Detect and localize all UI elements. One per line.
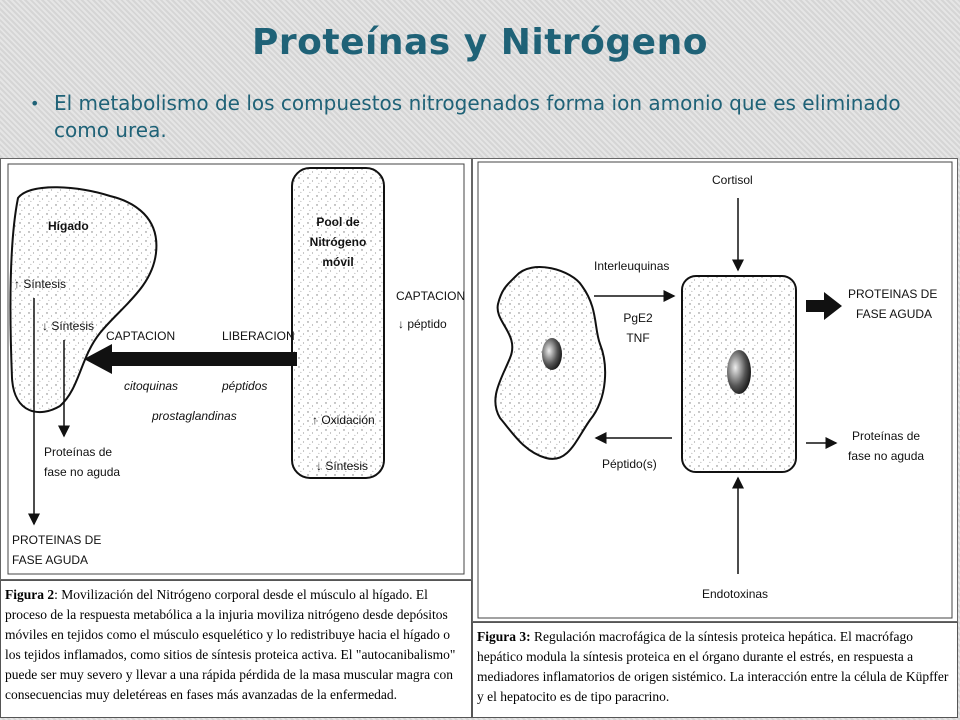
- liberacion-label: LIBERACION: [222, 329, 295, 343]
- peptidos-label: péptidos: [221, 379, 267, 393]
- acute-arrow-icon: [806, 292, 842, 320]
- peptido-down-label: ↓ péptido: [398, 317, 447, 331]
- liver-sintesis-down: ↓ Síntesis: [42, 319, 94, 333]
- liver-sintesis-up: ↑ Síntesis: [14, 277, 66, 291]
- cortisol-label: Cortisol: [712, 173, 753, 187]
- pool-label-2: Nitrógeno: [310, 235, 367, 249]
- figure3-diagram: Cortisol Interleuquinas PgE2 TNF Péptido…: [472, 158, 958, 622]
- bullet-dot-icon: •: [30, 94, 40, 113]
- pool-sintesis: ↓ Síntesis: [316, 459, 368, 473]
- f2-aguda-1: PROTEINAS DE: [12, 533, 101, 547]
- hepatocyte-nucleus: [727, 350, 751, 394]
- pool-label-1: Pool de: [316, 215, 360, 229]
- pool-label-3: móvil: [322, 255, 353, 269]
- figure3-caption-text: Regulación macrofágica de la síntesis pr…: [477, 629, 949, 704]
- big-arrow-icon: [84, 344, 297, 374]
- figure2-caption-text: : Movilización del Nitrógeno corporal de…: [5, 587, 456, 702]
- peptidos-label: Péptido(s): [602, 457, 657, 471]
- f2-no-aguda-2: fase no aguda: [44, 465, 120, 479]
- f3-no-aguda-2: fase no aguda: [848, 449, 924, 463]
- interleuquinas-label: Interleuquinas: [594, 259, 669, 273]
- slide-title: Proteínas y Nitrógeno: [252, 22, 708, 63]
- figure3-caption-label: Figura 3:: [477, 629, 531, 644]
- f2-no-aguda-1: Proteínas de: [44, 445, 112, 459]
- slide-bullet: • El metabolismo de los compuestos nitro…: [30, 90, 930, 144]
- tnf-label: TNF: [626, 331, 649, 345]
- bullet-text: El metabolismo de los compuestos nitroge…: [54, 91, 901, 142]
- pool-oxidacion: ↑ Oxidación: [312, 413, 375, 427]
- captacion-right-label: CAPTACION: [396, 289, 465, 303]
- prostaglandinas-label: prostaglandinas: [151, 409, 237, 423]
- liver-label: Hígado: [48, 219, 89, 233]
- figure2-caption: Figura 2: Movilización del Nitrógeno cor…: [0, 580, 472, 718]
- figure2-caption-label: Figura 2: [5, 587, 55, 602]
- figure2-diagram: Hígado ↑ Síntesis ↓ Síntesis Pool de Nit…: [0, 158, 472, 580]
- macrophage-nucleus: [542, 338, 562, 370]
- captacion-left-label: CAPTACION: [106, 329, 175, 343]
- f3-aguda-2: FASE AGUDA: [856, 307, 932, 321]
- pge2-label: PgE2: [623, 311, 653, 325]
- endotoxinas-label: Endotoxinas: [702, 587, 768, 601]
- liver-shape: [9, 186, 158, 414]
- pool-box: [291, 167, 385, 479]
- citoquinas-label: citoquinas: [124, 379, 178, 393]
- f2-aguda-2: FASE AGUDA: [12, 553, 88, 567]
- figure3-caption: Figura 3: Regulación macrofágica de la s…: [472, 622, 958, 718]
- f3-no-aguda-1: Proteínas de: [852, 429, 920, 443]
- f3-aguda-1: PROTEINAS DE: [848, 287, 937, 301]
